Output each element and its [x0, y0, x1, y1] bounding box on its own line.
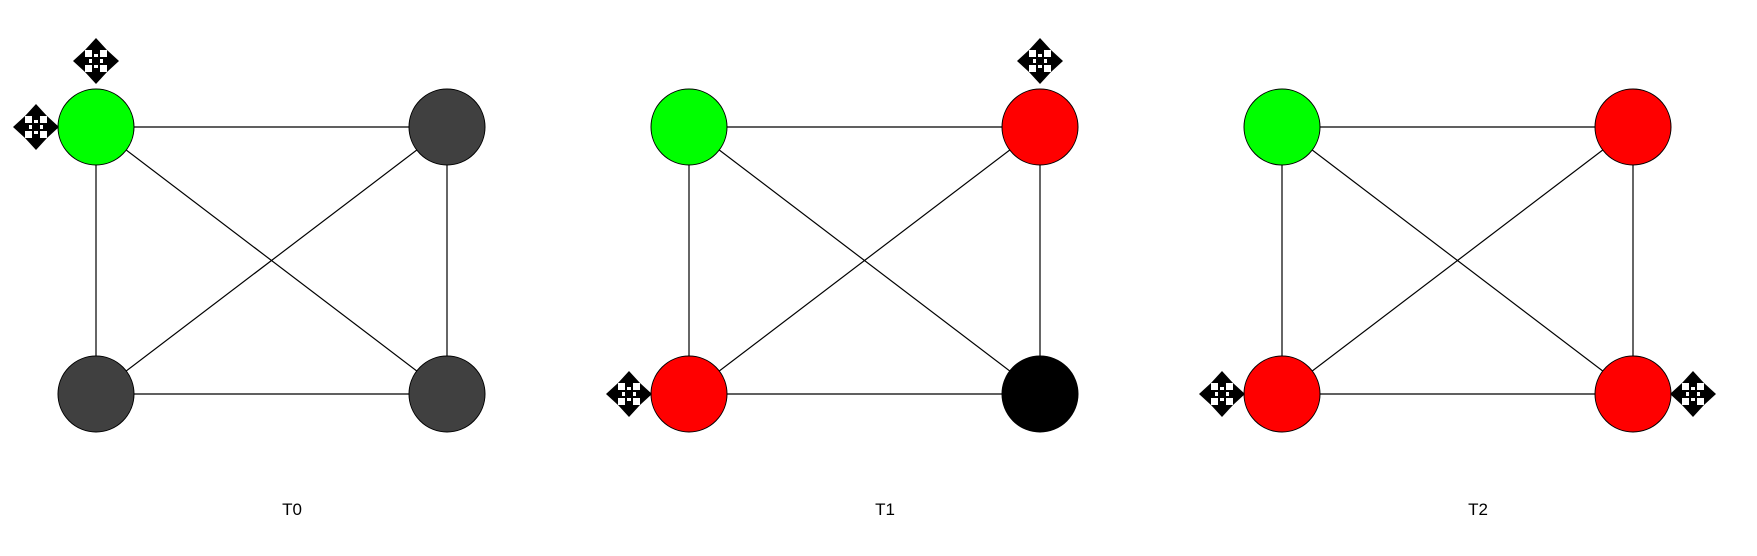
node-top-right[interactable]	[1594, 88, 1672, 166]
node-layer	[57, 88, 486, 433]
edge-layer	[1281, 126, 1634, 395]
node-top-left[interactable]	[650, 88, 728, 166]
node-bottom-left[interactable]	[1243, 355, 1321, 433]
panel-t0: T0	[13, 38, 486, 519]
node-layer	[1243, 88, 1672, 433]
move-icon[interactable]	[13, 104, 59, 150]
edge-top-right-bottom-left	[1281, 126, 1634, 395]
node-bottom-right[interactable]	[1001, 355, 1079, 433]
move-icon[interactable]	[73, 38, 119, 84]
edge-layer	[95, 126, 448, 395]
panel-label: T1	[875, 500, 895, 519]
node-bottom-left[interactable]	[57, 355, 135, 433]
edge-layer	[688, 126, 1041, 395]
panel-label: T0	[282, 500, 302, 519]
move-icon[interactable]	[1670, 371, 1716, 417]
panel-t1: T1	[606, 38, 1079, 519]
move-icon[interactable]	[606, 371, 652, 417]
node-bottom-right[interactable]	[408, 355, 486, 433]
node-layer	[650, 88, 1079, 433]
panel-t2: T2	[1199, 88, 1716, 519]
node-top-right[interactable]	[408, 88, 486, 166]
move-icon[interactable]	[1017, 38, 1063, 84]
node-top-left[interactable]	[1243, 88, 1321, 166]
move-icon[interactable]	[1199, 371, 1245, 417]
edge-top-right-bottom-left	[95, 126, 448, 395]
edge-top-right-bottom-left	[688, 126, 1041, 395]
node-top-left[interactable]	[57, 88, 135, 166]
node-bottom-left[interactable]	[650, 355, 728, 433]
node-bottom-right[interactable]	[1594, 355, 1672, 433]
node-top-right[interactable]	[1001, 88, 1079, 166]
panel-label: T2	[1468, 500, 1488, 519]
